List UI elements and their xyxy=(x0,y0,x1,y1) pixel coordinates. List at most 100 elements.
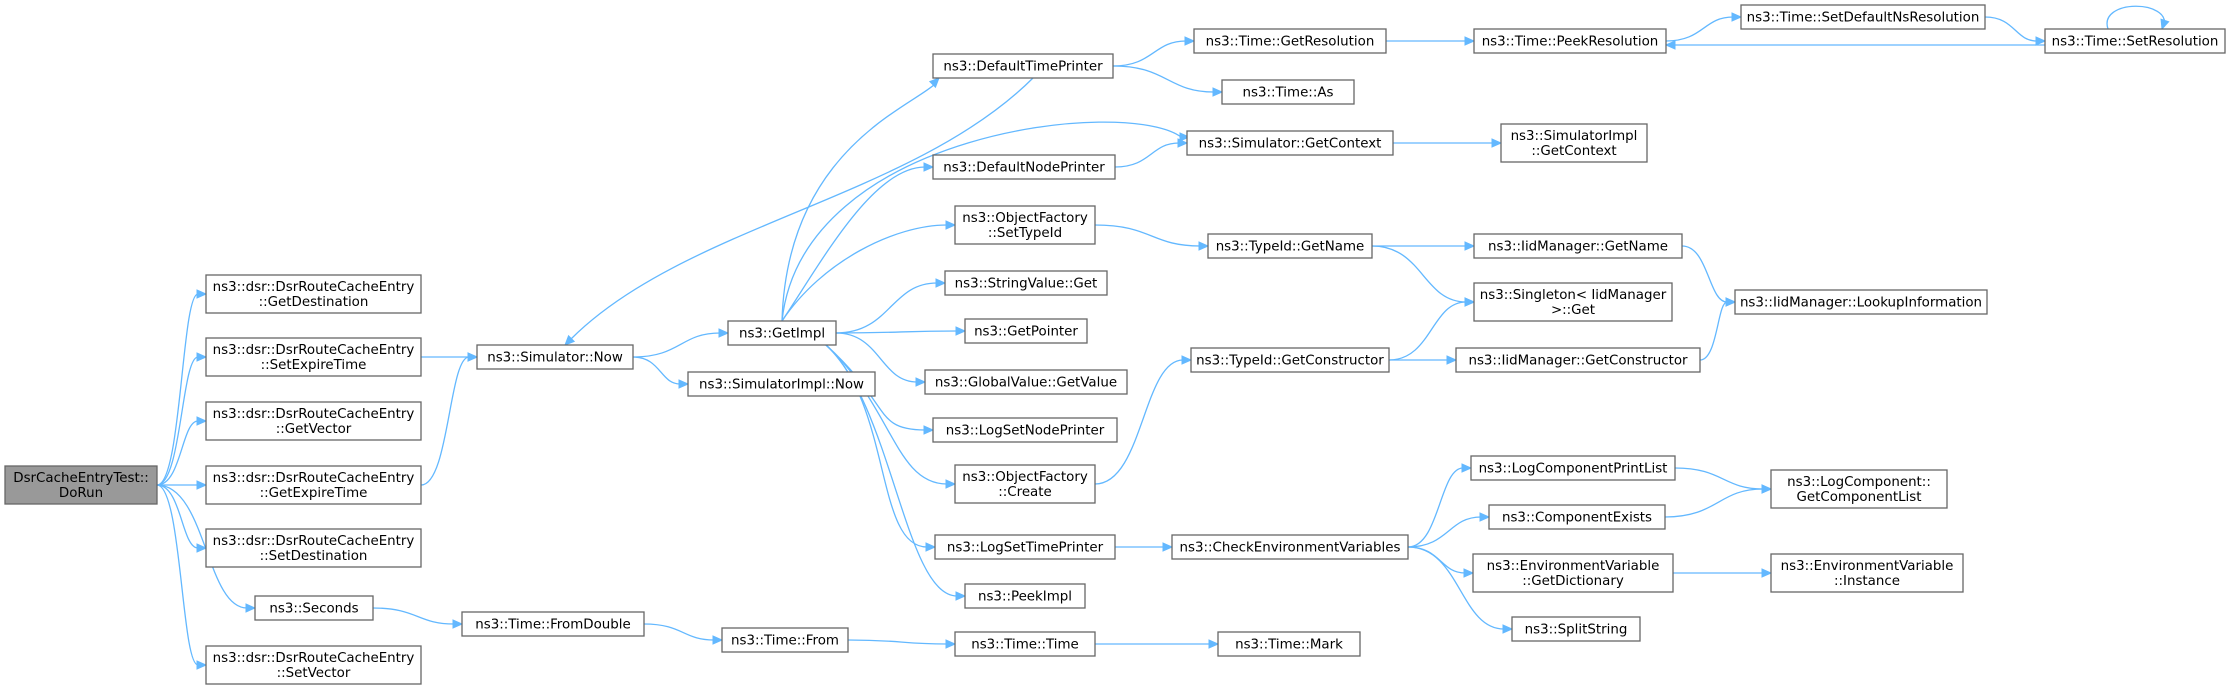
node-now[interactable]: ns3::Simulator::Now xyxy=(476,344,634,370)
node-label: ns3::GlobalValue::GetValue xyxy=(935,376,1117,391)
node-label: ns3::DefaultTimePrinter xyxy=(943,60,1103,75)
edge-line xyxy=(825,344,948,485)
node-strget[interactable]: ns3::StringValue::Get xyxy=(944,270,1108,296)
node-root[interactable]: DsrCacheEntryTest::DoRun xyxy=(4,465,158,505)
node-singleton[interactable]: ns3::Singleton< IidManager>::Get xyxy=(1473,282,1673,322)
node-box xyxy=(1221,79,1355,105)
node-timeas[interactable]: ns3::Time::As xyxy=(1221,79,1355,105)
node-label: ns3::CheckEnvironmentVariables xyxy=(1180,541,1401,556)
edge-getimpl-to-simctx xyxy=(781,121,1191,322)
node-label: ns3::PeekImpl xyxy=(978,590,1072,605)
node-mark[interactable]: ns3::Time::Mark xyxy=(1217,631,1361,657)
node-gvget[interactable]: ns3::GlobalValue::GetValue xyxy=(924,369,1128,395)
node-getptr[interactable]: ns3::GetPointer xyxy=(964,318,1088,344)
node-from[interactable]: ns3::Time::From xyxy=(721,627,849,653)
node-iidlookup[interactable]: ns3::IidManager::LookupInformation xyxy=(1734,289,1988,315)
node-split[interactable]: ns3::SplitString xyxy=(1511,616,1641,642)
node-label: ns3::dsr::DsrRouteCacheEntry xyxy=(213,534,415,549)
edge-arrowhead xyxy=(1502,624,1514,634)
node-setexp[interactable]: ns3::dsr::DsrRouteCacheEntry::SetExpireT… xyxy=(205,337,422,377)
edge-tidctor-to-iidctor xyxy=(1389,355,1458,365)
edge-arrowhead xyxy=(925,542,937,552)
node-ofsettype[interactable]: ns3::ObjectFactory::SetTypeId xyxy=(954,205,1096,245)
call-graph-edges xyxy=(156,5,2170,670)
node-label: ns3::Time::PeekResolution xyxy=(1482,35,1659,50)
node-label: ::GetVector xyxy=(276,422,352,437)
edge-arrowhead xyxy=(1179,132,1191,142)
edge-getimpl-to-defnode xyxy=(781,162,935,322)
node-lcgetlist[interactable]: ns3::LogComponent::GetComponentList xyxy=(1770,469,1948,509)
node-lognode[interactable]: ns3::LogSetNodePrinter xyxy=(932,417,1118,443)
edge-line xyxy=(1699,301,1728,361)
node-fromdouble[interactable]: ns3::Time::FromDouble xyxy=(461,611,645,637)
edge-arrowhead xyxy=(1464,297,1476,307)
node-label: ns3::Time::From xyxy=(731,634,839,649)
node-label: DsrCacheEntryTest:: xyxy=(13,471,148,486)
edge-deftime-to-getres xyxy=(1112,36,1196,67)
node-iidctor[interactable]: ns3::IidManager::GetConstructor xyxy=(1455,347,1701,373)
edge-line xyxy=(1664,488,1764,518)
node-box xyxy=(924,369,1128,395)
node-box xyxy=(2044,28,2226,54)
node-label: ns3::Simulator::GetContext xyxy=(1199,137,1382,152)
node-tidctor[interactable]: ns3::TypeId::GetConstructor xyxy=(1190,347,1390,373)
node-peekimpl[interactable]: ns3::PeekImpl xyxy=(964,583,1086,609)
edge-arrowhead xyxy=(1464,241,1476,251)
node-timetime[interactable]: ns3::Time::Time xyxy=(954,631,1096,657)
node-label: ns3::Simulator::Now xyxy=(487,351,623,366)
node-setdefns[interactable]: ns3::Time::SetDefaultNsResolution xyxy=(1740,4,1986,30)
node-envinst[interactable]: ns3::EnvironmentVariable::Instance xyxy=(1770,553,1964,593)
edge-arrowhead xyxy=(678,379,690,389)
node-box xyxy=(1171,534,1409,560)
node-peekres[interactable]: ns3::Time::PeekResolution xyxy=(1473,28,1667,54)
node-box xyxy=(476,344,634,370)
call-graph-nodes: DsrCacheEntryTest::DoRunns3::dsr::DsrRou… xyxy=(4,4,2226,685)
node-getvec[interactable]: ns3::dsr::DsrRouteCacheEntry::GetVector xyxy=(205,401,422,441)
node-box xyxy=(932,154,1116,180)
node-label: ns3::Time::FromDouble xyxy=(475,618,630,633)
node-label: ::GetDictionary xyxy=(1522,574,1624,589)
node-getexp[interactable]: ns3::dsr::DsrRouteCacheEntry::GetExpireT… xyxy=(205,465,422,505)
node-ofcreate[interactable]: ns3::ObjectFactory::Create xyxy=(954,464,1096,504)
node-seconds[interactable]: ns3::Seconds xyxy=(254,595,374,621)
node-box xyxy=(964,583,1086,609)
edge-arrowhead xyxy=(196,416,208,426)
node-lcpl[interactable]: ns3::LogComponentPrintList xyxy=(1470,455,1676,481)
node-simctx[interactable]: ns3::Simulator::GetContext xyxy=(1186,130,1394,156)
node-getres[interactable]: ns3::Time::GetResolution xyxy=(1193,28,1387,54)
edge-envdict-to-envinst xyxy=(1672,568,1773,578)
node-checkenv[interactable]: ns3::CheckEnvironmentVariables xyxy=(1171,534,1409,560)
edge-line xyxy=(835,282,938,334)
edge-line xyxy=(1094,359,1184,485)
node-simimplctx[interactable]: ns3::SimulatorImpl::GetContext xyxy=(1500,123,1648,163)
node-getdest[interactable]: ns3::dsr::DsrRouteCacheEntry::GetDestina… xyxy=(205,274,422,314)
node-simimplnow[interactable]: ns3::SimulatorImpl::Now xyxy=(687,371,876,397)
node-box xyxy=(932,417,1118,443)
edge-arrowhead xyxy=(1761,568,1773,578)
node-compexists[interactable]: ns3::ComponentExists xyxy=(1488,504,1666,530)
edge-line xyxy=(1112,40,1187,67)
edge-arrowhead xyxy=(196,289,208,299)
node-defnode[interactable]: ns3::DefaultNodePrinter xyxy=(932,154,1116,180)
node-setres[interactable]: ns3::Time::SetResolution xyxy=(2044,28,2226,54)
node-iidname[interactable]: ns3::IidManager::GetName xyxy=(1473,233,1683,259)
edge-line xyxy=(1407,546,1505,630)
edge-line xyxy=(781,83,936,322)
node-setvec[interactable]: ns3::dsr::DsrRouteCacheEntry::SetVector xyxy=(205,645,422,685)
node-label: DoRun xyxy=(59,486,103,501)
node-box xyxy=(1455,347,1701,373)
node-envdict[interactable]: ns3::EnvironmentVariable::GetDictionary xyxy=(1472,553,1674,593)
node-getimpl[interactable]: ns3::GetImpl xyxy=(727,320,837,346)
node-box xyxy=(205,337,422,377)
node-box xyxy=(205,274,422,314)
node-tidname[interactable]: ns3::TypeId::GetName xyxy=(1207,233,1373,259)
node-deftime[interactable]: ns3::DefaultTimePrinter xyxy=(932,53,1114,79)
edge-getexp-to-now xyxy=(420,352,479,486)
edge-arrowhead xyxy=(1463,568,1475,578)
node-box xyxy=(1500,123,1648,163)
edge-timetime-to-mark xyxy=(1095,639,1220,649)
node-label: ns3::Time::Mark xyxy=(1235,638,1343,653)
node-label: ns3::dsr::DsrRouteCacheEntry xyxy=(213,651,415,666)
node-setdest[interactable]: ns3::dsr::DsrRouteCacheEntry::SetDestina… xyxy=(205,528,422,568)
node-logtime[interactable]: ns3::LogSetTimePrinter xyxy=(934,534,1116,560)
